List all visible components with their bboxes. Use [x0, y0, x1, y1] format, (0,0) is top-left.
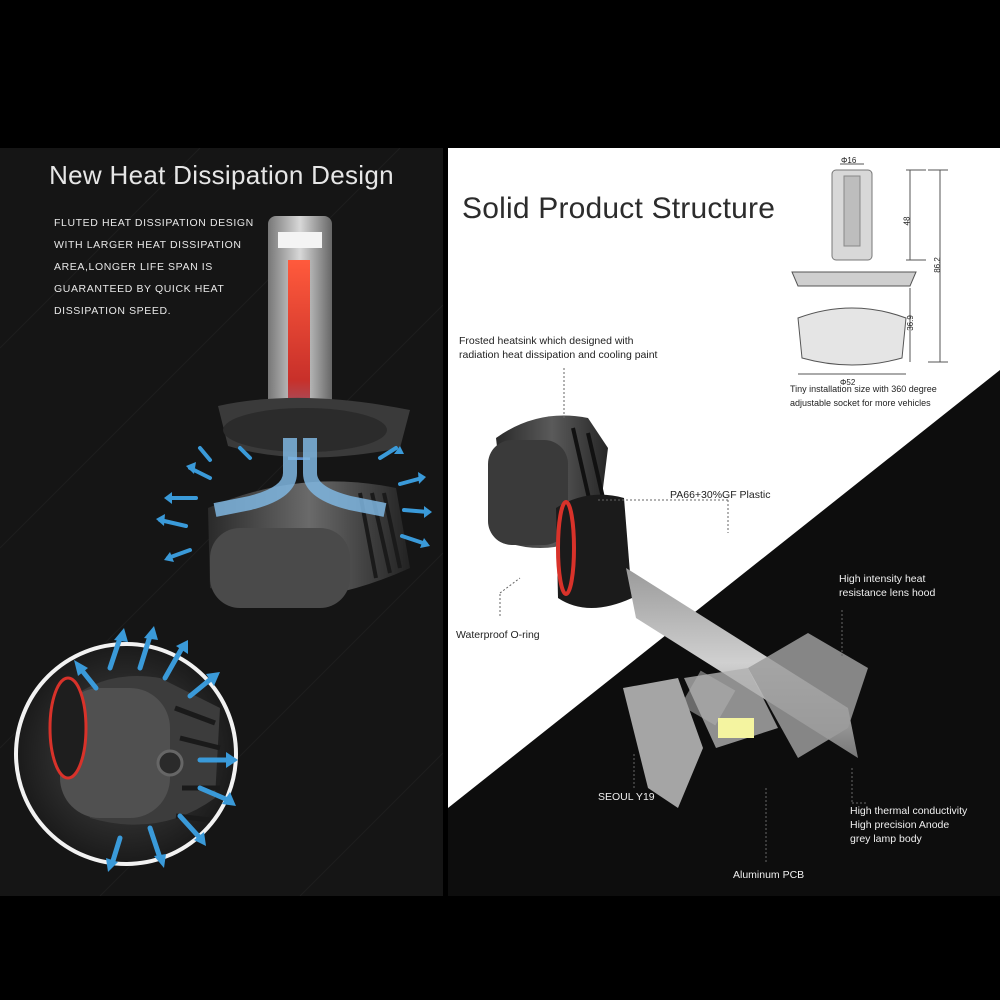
callout-line: grey lamp body: [850, 833, 922, 845]
bulb-upper: [208, 216, 410, 608]
description-line: WITH LARGER HEAT DISSIPATION: [54, 239, 242, 251]
left-description: FLUTED HEAT DISSIPATION DESIGN WITH LARG…: [54, 212, 304, 322]
technical-drawing: [791, 163, 948, 375]
callout-line: High precision Anode: [850, 819, 950, 831]
install-note: Tiny installation size with 360 degree a…: [790, 382, 937, 410]
dim-bottom-width: Φ52: [840, 378, 856, 387]
callout-lens-hood: High intensity heat resistance lens hood: [839, 572, 935, 600]
description-line: GUARANTEED BY QUICK HEAT: [54, 283, 225, 295]
description-line: AREA,LONGER LIFE SPAN IS: [54, 261, 213, 273]
product-structure-panel: Solid Product Structure Φ16 48 86.2 36.9…: [448, 148, 1000, 896]
description-line: FLUTED HEAT DISSIPATION DESIGN: [54, 217, 254, 229]
left-title: New Heat Dissipation Design: [49, 160, 394, 190]
description-line: DISSIPATION SPEED.: [54, 305, 172, 317]
callout-line: High intensity heat: [839, 573, 926, 585]
install-note-line: adjustable socket for more vehicles: [790, 398, 931, 408]
install-note-line: Tiny installation size with 360 degree: [790, 384, 937, 394]
callout-line: resistance lens hood: [839, 587, 936, 599]
dim-top-width: Φ16: [841, 156, 857, 165]
right-illustration: [448, 163, 1000, 896]
exploded-bulb: [488, 415, 868, 808]
callout-body: High thermal conductivity High precision…: [850, 804, 967, 846]
callout-line: High thermal conductivity: [850, 805, 968, 817]
zoom-circle: [14, 642, 238, 866]
callout-heatsink: Frosted heatsink which designed with rad…: [459, 334, 657, 362]
callout-oring: Waterproof O-ring: [456, 629, 540, 641]
dim-upper-height: 48: [902, 216, 912, 226]
left-illustration: [0, 148, 443, 896]
callout-seoul: SEOUL Y19: [598, 791, 655, 803]
callout-plastic: PA66+30%GF Plastic: [670, 489, 771, 501]
callout-line: Frosted heatsink which designed with: [459, 335, 634, 347]
dim-lower-height: 36.9: [905, 315, 915, 331]
dim-total-height: 86.2: [932, 257, 942, 273]
callout-line: radiation heat dissipation and cooling p…: [459, 349, 658, 361]
right-title: Solid Product Structure: [462, 192, 776, 225]
callout-pcb: Aluminum PCB: [733, 869, 805, 881]
callout-lines: [499, 368, 868, 864]
heat-dissipation-panel: New Heat Dissipation Design FLUTED HEAT …: [0, 148, 443, 896]
